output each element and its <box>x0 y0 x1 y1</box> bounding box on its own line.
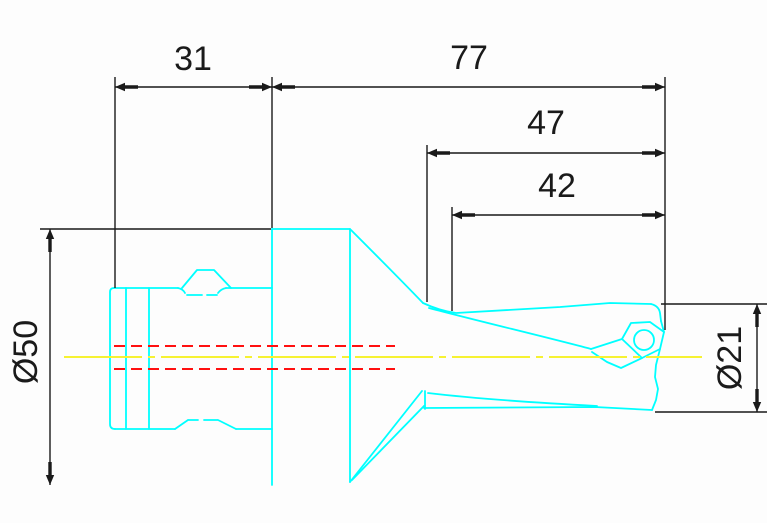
dim-label-47: 47 <box>527 104 565 142</box>
flute-spiral-lower <box>427 392 598 407</box>
dim-label-31: 31 <box>174 40 212 78</box>
dim-label-42: 42 <box>538 167 576 205</box>
extension-lines <box>40 77 767 413</box>
flute-body <box>422 302 665 411</box>
dimension-flute-length-outer: 47 <box>427 104 665 158</box>
insert <box>621 321 665 359</box>
dimension-shank-length: 31 <box>115 40 272 92</box>
dimension-overall-length: 77 <box>272 39 665 92</box>
shank-outline <box>109 269 273 430</box>
drive-key-bump <box>181 269 232 289</box>
dimension-cutting-diameter: Ø21 <box>711 304 762 412</box>
dim-label-d21: Ø21 <box>711 326 749 390</box>
dimensions: 31 77 47 42 Ø50 <box>7 39 767 485</box>
dimension-shank-diameter: Ø50 <box>7 229 55 485</box>
dimension-flute-length-inner: 42 <box>452 167 665 220</box>
taper-cone <box>349 229 425 483</box>
coolant-hidden-lines <box>114 345 395 370</box>
dim-label-d50: Ø50 <box>7 320 45 384</box>
tip-edge <box>651 320 665 411</box>
dim-label-77: 77 <box>450 39 488 77</box>
flute-spiral-upper <box>428 307 592 350</box>
insert-screw-hole <box>633 329 655 351</box>
